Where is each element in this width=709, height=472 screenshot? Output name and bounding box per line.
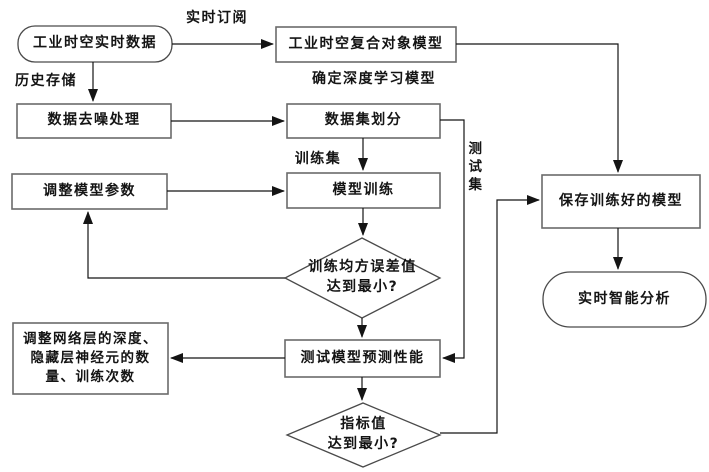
adjust-network-node xyxy=(12,322,169,395)
edge-metric-check-to-save xyxy=(440,195,540,434)
denoise-node xyxy=(16,103,172,139)
edge-composite-to-save xyxy=(456,43,623,173)
realtime-data-node xyxy=(17,25,173,63)
edge-mse-check-to-adjust-params xyxy=(83,211,285,279)
adjust-params-node xyxy=(11,173,168,210)
composite-model-node xyxy=(275,26,457,63)
save-model-node xyxy=(541,174,701,229)
edge-test-set xyxy=(440,119,465,363)
mse-check-diamond xyxy=(283,237,442,319)
model-train-node xyxy=(286,172,441,209)
realtime-analysis-node xyxy=(542,271,707,328)
metric-check-diamond xyxy=(285,402,442,468)
dataset-split-node xyxy=(286,103,441,139)
test-performance-node xyxy=(284,339,441,378)
